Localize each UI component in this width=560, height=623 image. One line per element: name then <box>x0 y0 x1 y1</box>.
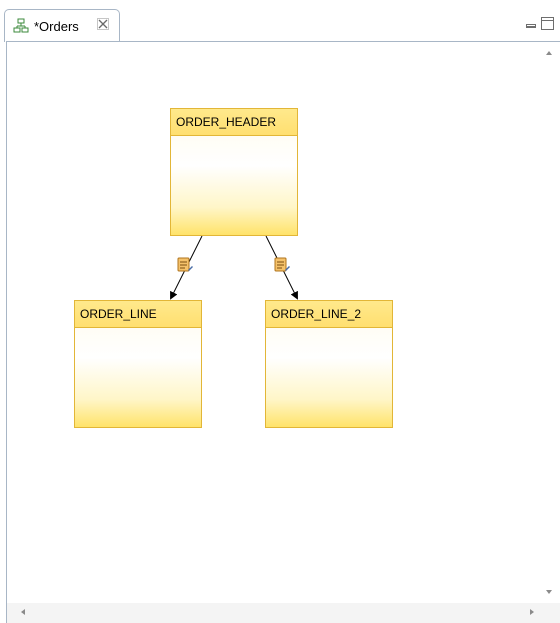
table-node-order-header[interactable]: ORDER_HEADER <box>170 108 298 236</box>
vertical-scrollbar[interactable] <box>542 42 560 603</box>
table-node-order-line-2[interactable]: ORDER_LINE_2 <box>265 300 393 428</box>
tab-orders[interactable]: *Orders <box>4 9 120 42</box>
minimize-icon[interactable] <box>526 24 536 28</box>
table-node-header: ORDER_HEADER <box>171 109 297 136</box>
table-node-title: ORDER_LINE_2 <box>271 307 362 321</box>
maximize-icon[interactable] <box>541 17 554 30</box>
diagram-icon <box>13 18 29 34</box>
horizontal-scrollbar[interactable] <box>7 603 542 623</box>
table-node-header: ORDER_LINE <box>75 301 201 328</box>
scroll-down-icon[interactable] <box>546 590 552 594</box>
editor-tab-bar: *Orders <box>0 0 560 42</box>
scroll-up-icon[interactable] <box>546 51 552 55</box>
relationship-icon[interactable] <box>176 256 194 274</box>
tab-title: *Orders <box>34 19 79 34</box>
scroll-left-icon[interactable] <box>21 609 25 615</box>
table-node-title: ORDER_HEADER <box>176 115 277 129</box>
relationship-icon[interactable] <box>273 256 291 274</box>
table-node-header: ORDER_LINE_2 <box>266 301 392 328</box>
close-icon[interactable] <box>97 18 109 30</box>
scrollbar-corner <box>542 603 560 623</box>
table-node-title: ORDER_LINE <box>80 307 157 321</box>
table-node-order-line[interactable]: ORDER_LINE <box>74 300 202 428</box>
scroll-right-icon[interactable] <box>530 609 534 615</box>
